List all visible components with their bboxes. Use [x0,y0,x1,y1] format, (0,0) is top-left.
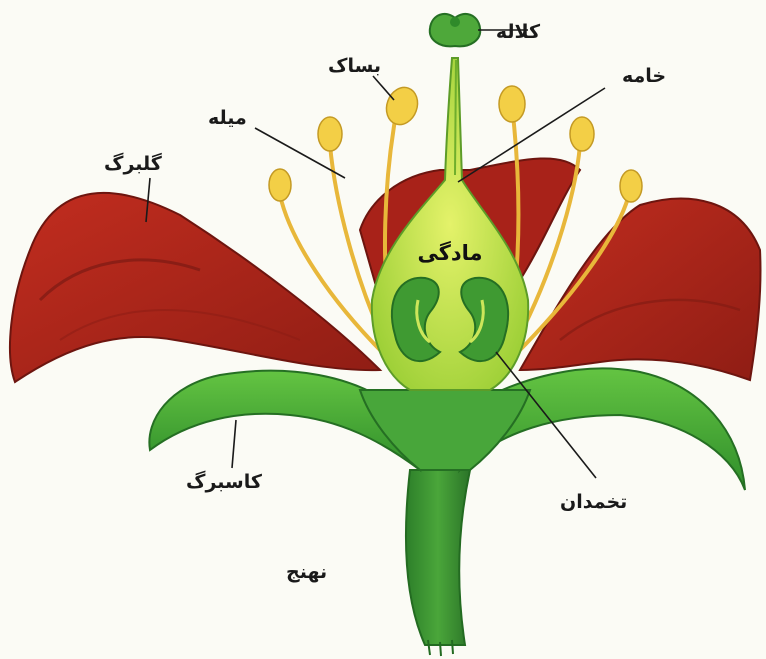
petal-right [520,199,761,380]
label-anther: بساک [328,55,381,77]
leader-sepal [232,420,236,468]
leader-anther [373,76,394,100]
label-petal: گلبرگ [104,152,163,175]
receptacle [360,390,530,470]
flower-stalk [406,470,470,656]
label-stigma: کلاله [496,21,541,43]
label-receptacle: نهنج [286,561,327,583]
label-ovary: تخمدان [560,491,627,513]
label-pistil: مادگی [417,240,482,265]
stigma [430,14,480,46]
label-style: خامه [622,65,666,87]
label-sepal: کاسبرگ [186,470,263,493]
label-filament: میله [208,107,247,129]
